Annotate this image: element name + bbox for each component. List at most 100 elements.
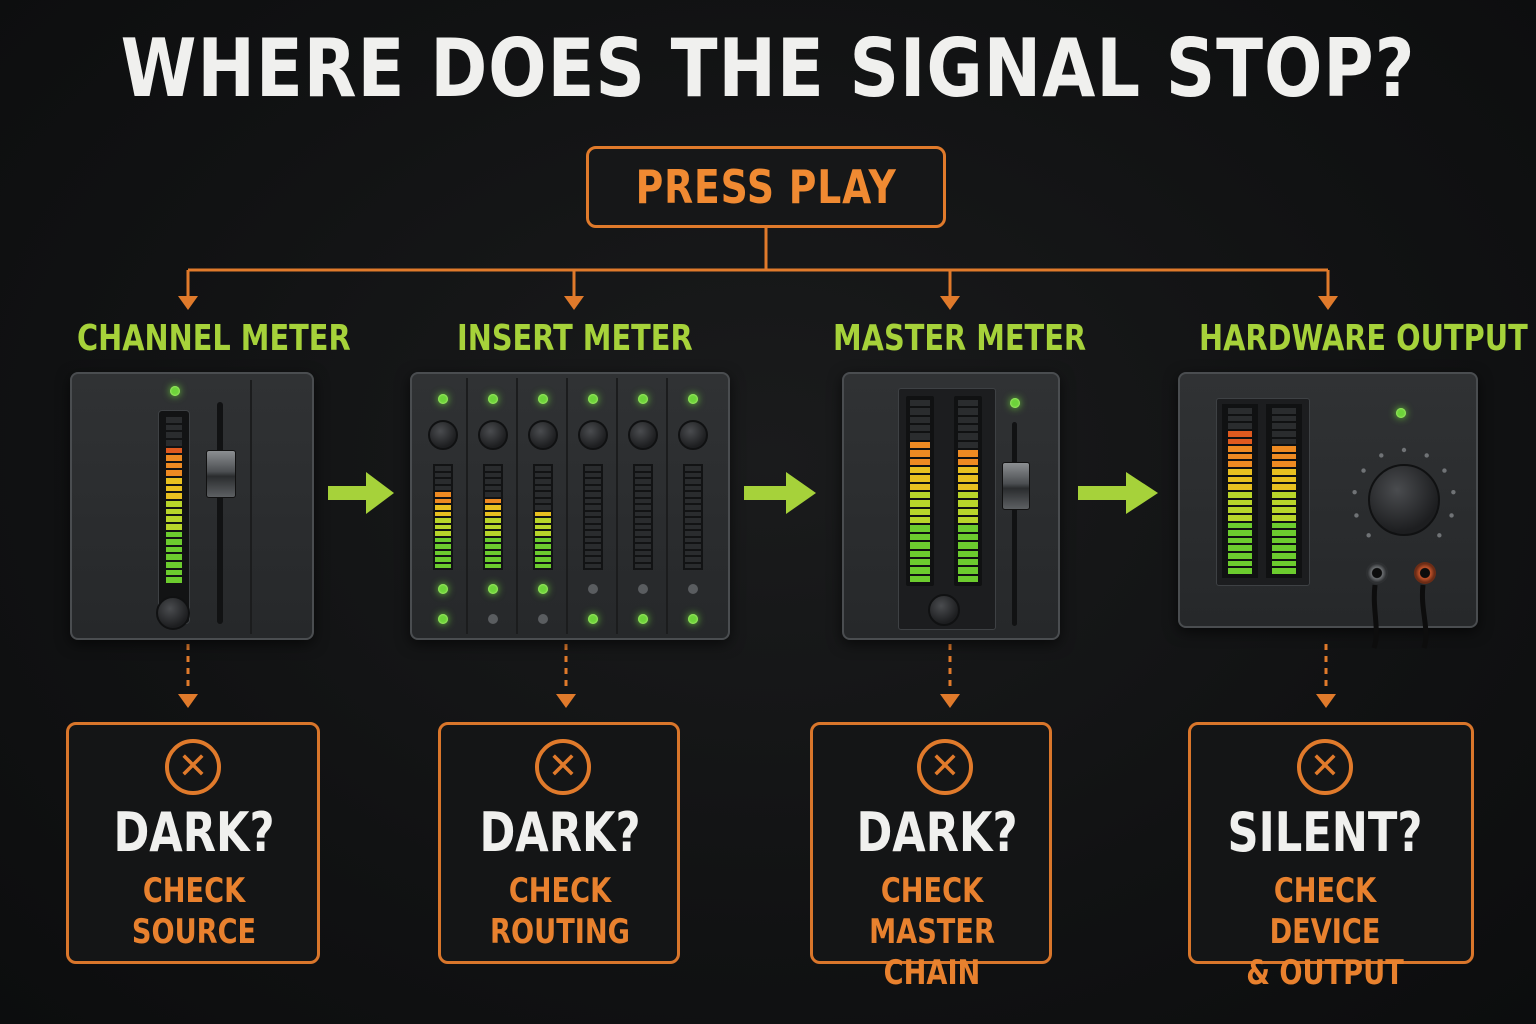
master-section-panel xyxy=(842,372,1060,640)
meter-segment xyxy=(1228,492,1252,498)
status-led xyxy=(438,614,448,624)
meter-segment xyxy=(585,524,601,529)
insert-level-meter xyxy=(683,464,703,570)
insert-knob[interactable] xyxy=(428,420,458,450)
meter-segment xyxy=(958,575,978,582)
meter-segment xyxy=(910,400,930,407)
meter-segment xyxy=(685,524,701,529)
meter-segment xyxy=(1228,469,1252,475)
meter-segment xyxy=(535,531,551,536)
meter-segment xyxy=(435,485,451,490)
meter-segment xyxy=(485,544,501,549)
meter-segment xyxy=(166,485,182,492)
meter-segment xyxy=(958,542,978,549)
meter-segment xyxy=(166,424,182,431)
meter-segment xyxy=(585,472,601,477)
tip-line: CHAIN xyxy=(883,952,981,993)
stage-label-insert-meter: INSERT METER xyxy=(457,318,693,359)
meter-segment xyxy=(910,550,930,557)
channel-level-meter xyxy=(158,410,190,624)
status-led xyxy=(588,614,598,624)
meter-segment xyxy=(485,563,501,568)
meter-segment xyxy=(1272,553,1296,559)
master-fader-handle[interactable] xyxy=(1002,462,1030,510)
output-volume-knob[interactable] xyxy=(1368,464,1440,536)
meter-segment xyxy=(685,550,701,555)
output-jack-left[interactable] xyxy=(1366,562,1388,584)
result-box-channel: ✕ DARK? CHECK SOURCE xyxy=(66,722,320,964)
meter-segment xyxy=(535,563,551,568)
meter-segment xyxy=(958,408,978,415)
meter-segment xyxy=(635,472,651,477)
meter-segment xyxy=(958,558,978,566)
meter-segment xyxy=(166,523,182,530)
meter-segment xyxy=(535,485,551,490)
channel-gain-knob[interactable] xyxy=(156,596,190,630)
output-jack-right[interactable] xyxy=(1414,562,1436,584)
meter-segment xyxy=(166,417,182,423)
meter-segment xyxy=(1228,484,1252,490)
meter-segment xyxy=(685,544,701,549)
stage-label-channel-meter: CHANNEL METER xyxy=(77,318,351,359)
meter-segment xyxy=(958,466,978,474)
insert-knob[interactable] xyxy=(678,420,708,450)
insert-knob[interactable] xyxy=(528,420,558,450)
scale-dot xyxy=(1451,489,1456,495)
meter-segment xyxy=(958,400,978,407)
meter-segment xyxy=(435,531,451,536)
insert-knob[interactable] xyxy=(628,420,658,450)
stage-label-master-meter: MASTER METER xyxy=(833,318,1087,359)
channel-fader-handle[interactable] xyxy=(206,450,236,498)
signal-led xyxy=(688,394,698,404)
meter-segment xyxy=(910,492,930,499)
scale-dot xyxy=(1401,447,1407,453)
meter-segment xyxy=(166,516,182,522)
meter-segment xyxy=(435,518,451,523)
insert-strip xyxy=(420,378,468,634)
down-arrow-icon xyxy=(556,694,576,708)
scale-dot xyxy=(1354,513,1359,518)
meter-segment xyxy=(958,416,978,424)
meter-segment xyxy=(585,479,601,484)
meter-segment xyxy=(485,505,501,510)
meter-segment xyxy=(1272,438,1296,445)
meter-segment xyxy=(685,531,701,536)
status-led xyxy=(638,614,648,624)
meter-segment xyxy=(485,557,501,562)
meter-segment xyxy=(1228,499,1252,506)
meter-segment xyxy=(910,416,930,424)
down-arrow-icon xyxy=(1316,694,1336,708)
status-led xyxy=(488,614,498,624)
insert-knob[interactable] xyxy=(478,420,508,450)
meter-segment xyxy=(535,466,551,471)
meter-segment xyxy=(535,550,551,555)
meter-segment xyxy=(1272,545,1296,552)
meter-segment xyxy=(585,563,601,568)
meter-segment xyxy=(635,485,651,490)
master-meter-left xyxy=(906,396,934,586)
right-arrow-icon xyxy=(744,472,816,514)
meter-segment xyxy=(535,479,551,484)
press-play-button[interactable]: PRESS PLAY xyxy=(586,146,946,228)
tip-line: CHECK ROUTING xyxy=(490,871,630,952)
meter-segment xyxy=(535,492,551,497)
meter-segment xyxy=(910,558,930,566)
meter-segment xyxy=(1272,408,1296,414)
meter-segment xyxy=(166,569,182,576)
meter-segment xyxy=(585,531,601,536)
meter-segment xyxy=(485,498,501,503)
down-arrow-icon xyxy=(1318,296,1338,310)
meter-segment xyxy=(635,511,651,516)
meter-segment xyxy=(585,485,601,490)
meter-segment xyxy=(910,441,930,449)
meter-segment xyxy=(166,462,182,469)
signal-led xyxy=(438,394,448,404)
status-led xyxy=(538,584,548,594)
meter-segment xyxy=(535,544,551,549)
insert-knob[interactable] xyxy=(578,420,608,450)
meter-segment xyxy=(1228,461,1252,468)
meter-segment xyxy=(166,539,182,545)
channel-strip-panel xyxy=(70,372,314,640)
master-trim-knob[interactable] xyxy=(928,594,960,626)
